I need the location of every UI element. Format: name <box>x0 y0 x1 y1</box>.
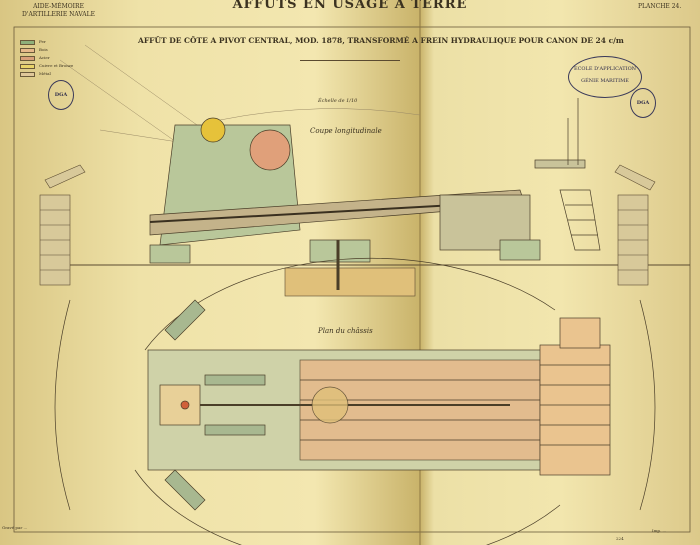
material-legend: Fer Bois Acier Cuivre et Bronze Métal <box>20 38 73 78</box>
legend-label: Métal <box>39 71 51 76</box>
engraver-credit: Gravé par ... <box>2 525 28 530</box>
dga-stamp-right: DGA <box>630 88 656 118</box>
right-parapet <box>614 164 656 286</box>
caption-line: AIDE-MÉMOIRE <box>33 3 84 10</box>
stamp-line: GÉNIE MARITIME <box>581 78 629 84</box>
caption-line: D'ARTILLERIE NAVALE <box>22 11 96 18</box>
left-parapet <box>39 164 86 286</box>
carriage-elevation <box>149 98 601 290</box>
title-underline <box>300 60 400 61</box>
dga-stamp-left: DGA <box>48 80 74 110</box>
stamp-line: ECOLE D'APPLICATION <box>573 66 637 72</box>
page-number: 224 <box>616 536 624 541</box>
legend-swatch <box>20 39 35 45</box>
legend-swatch <box>20 55 35 61</box>
legend-label: Acier <box>39 55 50 60</box>
drawing-title: AFFÛT DE CÔTE A PIVOT CENTRAL, MOD. 1878… <box>138 36 624 45</box>
legend-item: Métal <box>20 70 73 78</box>
school-stamp: ECOLE D'APPLICATION GÉNIE MARITIME <box>568 56 642 98</box>
legend-label: Cuivre et Bronze <box>39 63 74 68</box>
legend-swatch <box>20 63 35 69</box>
legend-item: Fer <box>20 38 73 46</box>
printer-credit: Imp. ... <box>652 528 667 533</box>
plan-label: Plan du châssis <box>318 327 373 335</box>
legend-item: Cuivre et Bronze <box>20 62 73 70</box>
legend-swatch <box>20 47 35 53</box>
legend-label: Bois <box>39 47 48 52</box>
page-title: AFFUTS EN USAGE A TERRE <box>232 0 468 12</box>
foundation-block <box>284 267 416 297</box>
plate-frame <box>13 26 691 533</box>
legend-item: Bois <box>20 46 73 54</box>
plate-number: PLANCHE 24. <box>638 3 682 10</box>
chassis-plan <box>54 257 656 545</box>
elevation-label: Coupe longitudinale <box>310 127 382 135</box>
aide-memoire-caption: AIDE-MÉMOIRE D'ARTILLERIE NAVALE <box>22 3 95 19</box>
legend-swatch <box>20 71 35 77</box>
scale-label: Échelle de 1/10 <box>318 98 358 104</box>
legend-item: Acier <box>20 54 73 62</box>
legend-label: Fer <box>39 39 46 44</box>
